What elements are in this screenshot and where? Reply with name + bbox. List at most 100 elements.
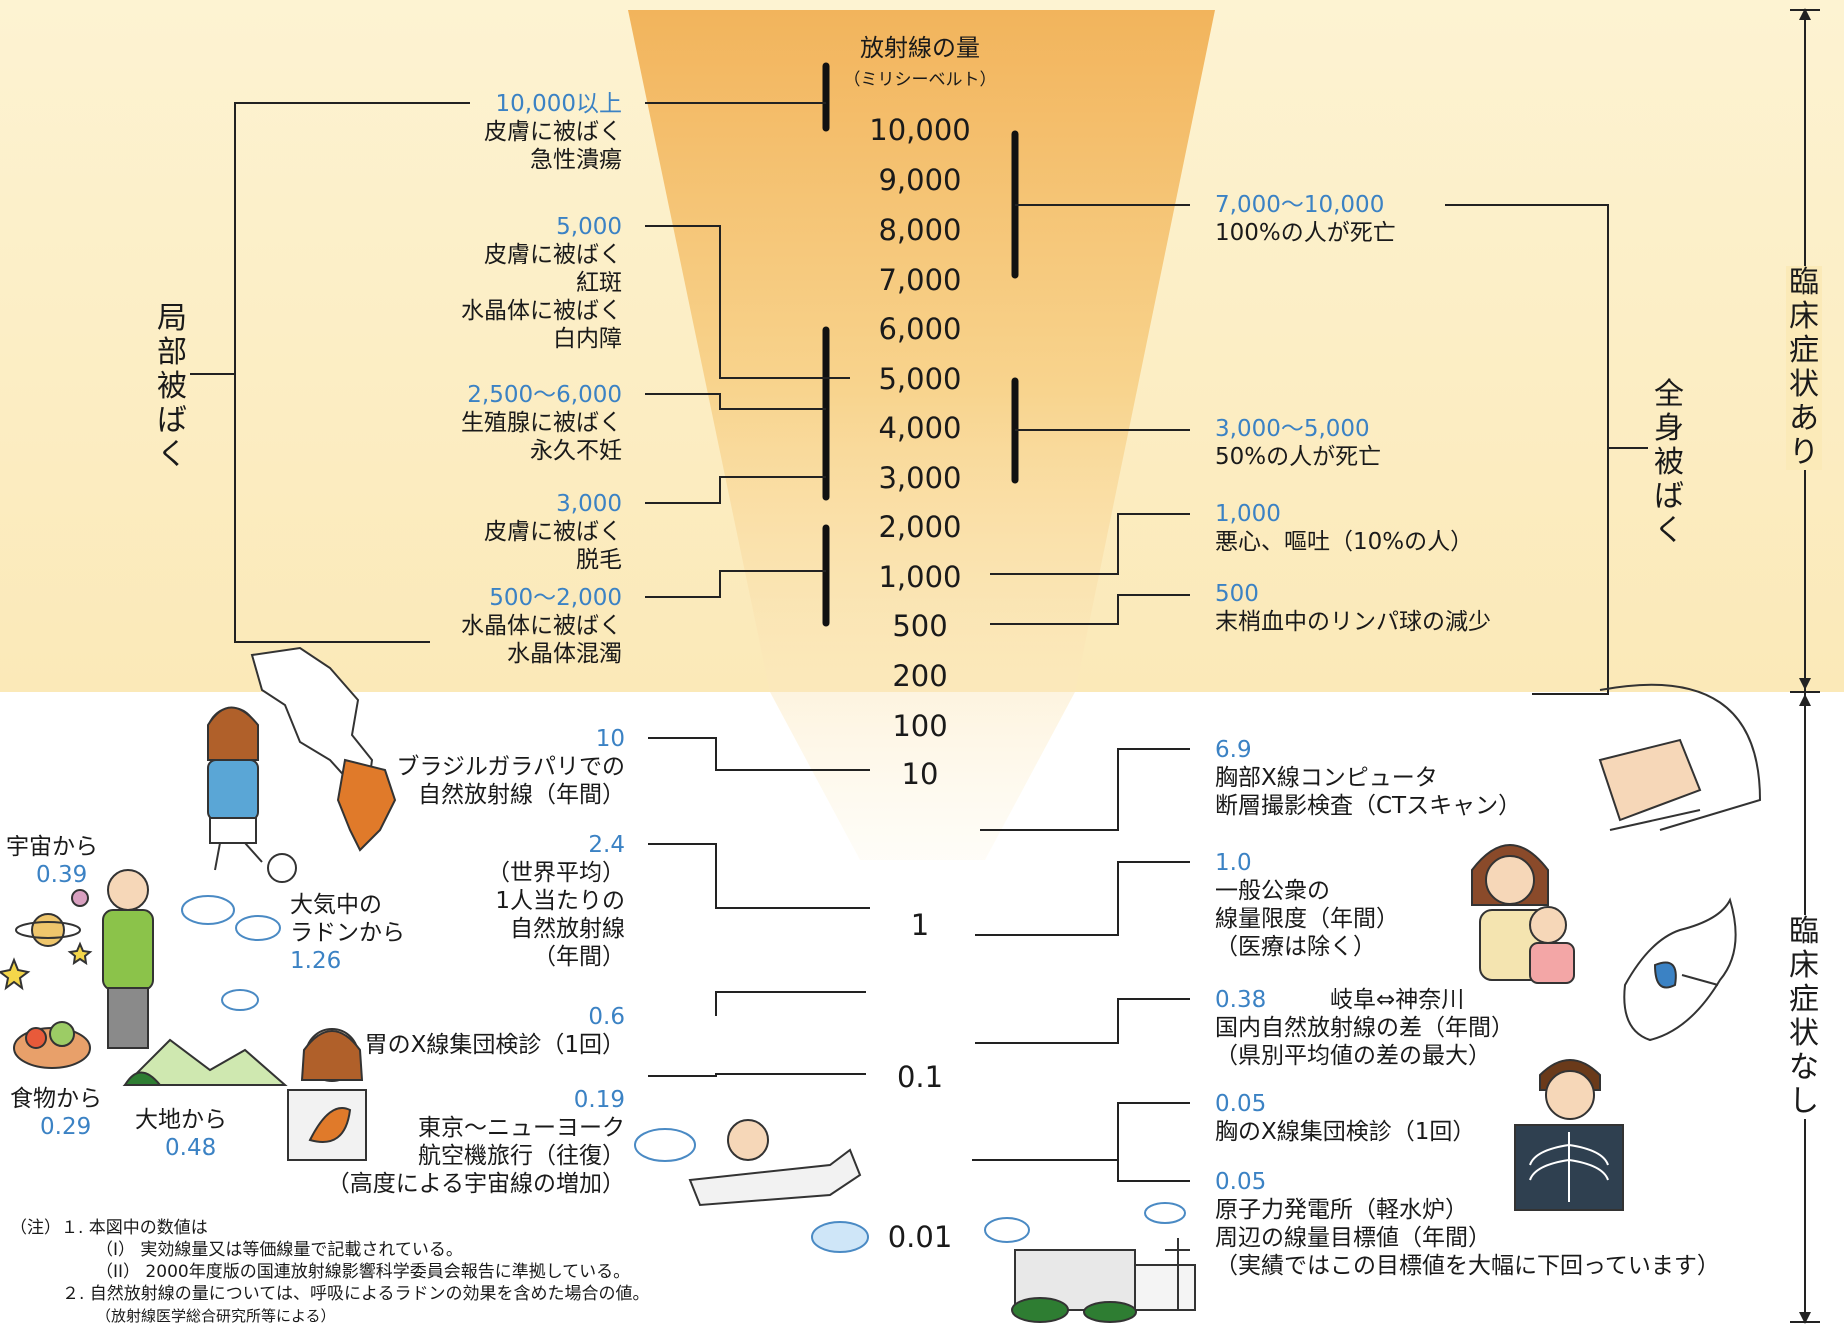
scale-tick: 10: [901, 757, 939, 791]
girl-soccer-illustration: [207, 706, 297, 883]
scale-tick: 10,000: [869, 113, 971, 147]
effect-value: 7,000〜10,000: [1215, 192, 1385, 218]
example-text: （県別平均値の差の最大）: [1215, 1043, 1491, 1069]
effect-text: 紅斑: [576, 270, 622, 296]
example-value: 0.38: [1215, 987, 1267, 1013]
effect-value: 5,000: [556, 214, 622, 240]
effect-text: 皮膚に被ばく: [484, 119, 622, 145]
effect-value: 1,000: [1215, 501, 1281, 527]
mother-baby-illustration: [1471, 844, 1575, 984]
example-text: 東京〜ニューヨーク: [418, 1115, 625, 1141]
scale-tick: 500: [892, 609, 948, 643]
scale-tick: 200: [892, 659, 948, 693]
stomach-xray-illustration: [287, 1028, 367, 1161]
scale-tick: 1,000: [878, 560, 962, 594]
label-clinical-symptoms-no: 臨床症状なし: [1786, 915, 1822, 1119]
airplane-illustration: [688, 1119, 862, 1207]
example-text: 胸部X線コンピュータ: [1215, 765, 1438, 791]
example-value: 6.9: [1215, 737, 1252, 763]
source-value: 0.39: [36, 862, 88, 888]
effect-value: 3,000: [556, 491, 622, 517]
effect-text: 末梢血中のリンパ球の減少: [1215, 609, 1491, 635]
ct-scan-illustration: [1598, 683, 1762, 831]
scale-tick: 3,000: [878, 461, 962, 495]
effect-text: 急性潰瘍: [530, 147, 622, 173]
example-text: ブラジルガラパリでの: [396, 754, 625, 780]
effect-text: 悪心、嘔吐（10%の人）: [1215, 529, 1474, 555]
example-extra: 岐阜⇔神奈川: [1330, 987, 1465, 1013]
scale-tick: 4,000: [878, 411, 962, 445]
japan-map-illustration: [1623, 897, 1737, 1042]
example-text: 胸のX線集団検診（1回）: [1215, 1119, 1476, 1145]
americas-map-illustration: [250, 646, 397, 852]
scale-tick: 100: [892, 709, 948, 743]
scale-tick: 0.1: [896, 1060, 944, 1094]
example-text: 航空機旅行（往復）: [418, 1143, 625, 1169]
effect-text: 脱毛: [576, 547, 622, 573]
example-value: 10: [595, 726, 625, 752]
label-clinical-symptoms-yes: 臨床症状あり: [1786, 266, 1822, 470]
example-text: （年間）: [533, 944, 625, 970]
example-text: 原子力発電所（軽水炉）: [1215, 1197, 1468, 1223]
whole-body-bracket: [1445, 204, 1609, 695]
effect-text: 水晶体に被ばく: [461, 613, 622, 639]
example-text: 周辺の線量目標値（年間）: [1215, 1225, 1491, 1251]
effect-value: 2,500〜6,000: [467, 382, 622, 408]
footnote: ２. 自然放射線の量については、呼吸によるラドンの効果を含めた場合の値。: [62, 1284, 650, 1304]
example-text: （世界平均）: [487, 860, 625, 886]
example-text: 国内自然放射線の差（年間）: [1215, 1015, 1514, 1041]
example-text: （実績ではこの目標値を大幅に下回っています）: [1215, 1253, 1720, 1279]
example-value: 2.4: [588, 832, 625, 858]
source-value: 0.29: [40, 1114, 92, 1140]
scale-tick: 7,000: [878, 263, 962, 297]
source-label: 大気中の: [290, 892, 382, 918]
effect-value: 10,000以上: [495, 91, 622, 117]
example-text: 線量限度（年間）: [1215, 906, 1399, 932]
example-text: 一般公衆の: [1215, 878, 1330, 904]
effect-value: 500: [1215, 581, 1259, 607]
example-value: 0.05: [1215, 1091, 1267, 1117]
effect-text: 白内障: [553, 326, 622, 352]
example-value: 0.05: [1215, 1169, 1267, 1195]
effect-text: 100%の人が死亡: [1215, 220, 1396, 246]
scale-unit: （ミリシーベルト）: [843, 70, 997, 90]
footnote: （注）１. 本図中の数値は: [10, 1218, 208, 1238]
scale-title: 放射線の量: [860, 34, 980, 62]
scale-tick: 0.01: [887, 1220, 953, 1254]
scale-tick: 1: [910, 908, 930, 942]
effect-text: 50%の人が死亡: [1215, 444, 1382, 470]
effect-text: 永久不妊: [530, 438, 622, 464]
example-text: 断層撮影検査（CTスキャン）: [1215, 793, 1522, 819]
effect-text: 生殖腺に被ばく: [461, 410, 622, 436]
example-text: 1人当たりの: [495, 888, 625, 914]
local-bracket: [234, 102, 470, 643]
example-value: 0.6: [588, 1004, 625, 1030]
planet-illustration: [0, 889, 93, 991]
effect-text: 水晶体混濁: [507, 641, 622, 667]
food-illustration: [13, 1021, 91, 1069]
effect-value: 500〜2,000: [489, 585, 622, 611]
source-label: 食物から: [10, 1086, 102, 1112]
dose-funnel: [628, 10, 1215, 860]
effect-text: 皮膚に被ばく: [484, 242, 622, 268]
example-text: （高度による宇宙線の増加）: [326, 1171, 625, 1197]
source-label: ラドンから: [290, 920, 405, 946]
example-text: （医療は除く）: [1215, 934, 1376, 960]
label-local-exposure: 局部被ばく: [157, 301, 187, 472]
example-text: 胃のX線集団検診（1回）: [364, 1032, 625, 1058]
scale-tick: 2,000: [878, 510, 962, 544]
source-value: 0.48: [165, 1135, 217, 1161]
example-text: 自然放射線: [510, 916, 625, 942]
source-label: 大地から: [135, 1107, 227, 1133]
mountains-illustration: [122, 1038, 288, 1086]
effect-text: 皮膚に被ばく: [484, 519, 622, 545]
label-whole-body-exposure: 全身被ばく: [1654, 377, 1684, 548]
footnote: （I） 実効線量又は等価線量で記載されている。: [96, 1240, 463, 1260]
man-standing-illustration: [102, 869, 154, 1049]
scale-tick: 8,000: [878, 213, 962, 247]
example-value: 1.0: [1215, 850, 1252, 876]
example-text: 自然放射線（年間）: [418, 782, 625, 808]
scale-tick: 6,000: [878, 312, 962, 346]
